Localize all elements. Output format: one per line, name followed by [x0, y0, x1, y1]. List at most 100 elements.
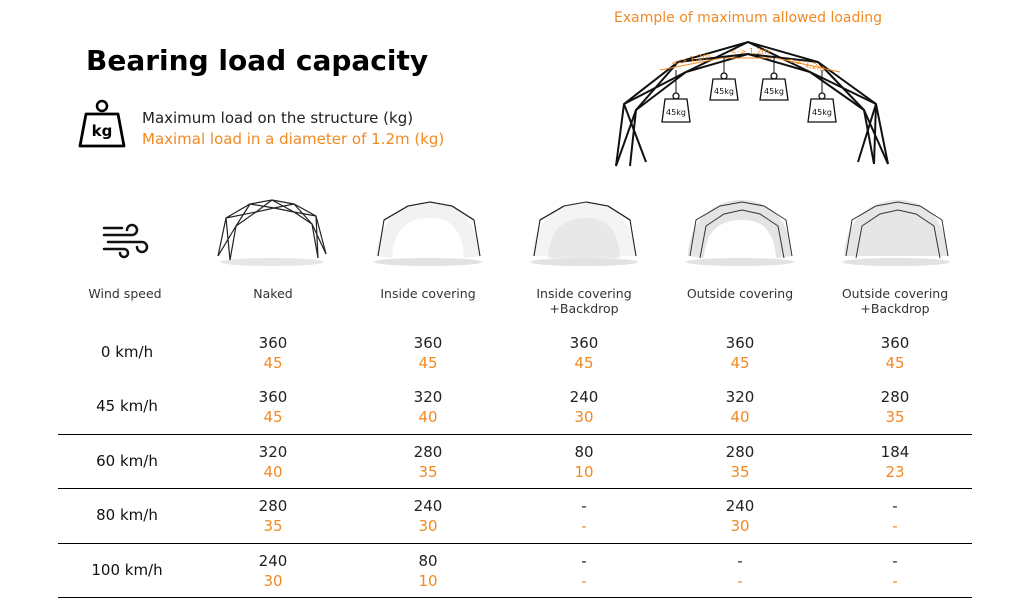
max-load-value: 320 — [258, 443, 288, 461]
local-load-value: 45 — [263, 354, 283, 372]
local-load-value: 30 — [263, 572, 283, 590]
local-load-value: 10 — [418, 572, 438, 590]
example-loading-diagram: <-> 1,2m <-> 1,2m <-> 1,2m 45kg 45kg 45k… — [615, 40, 889, 167]
local-load-value: 23 — [885, 463, 905, 481]
max-load-value: 280 — [725, 443, 755, 461]
row-wind-speed: 0 km/h — [100, 343, 154, 361]
max-load-value: - — [892, 497, 898, 515]
local-load-value: 35 — [885, 408, 905, 426]
table-cell: -- — [845, 551, 945, 591]
structure-thumbnail-naked — [217, 199, 327, 266]
table-cell: -- — [690, 551, 790, 591]
row-wind-speed: 100 km/h — [91, 561, 163, 579]
structure-thumbnail-inside-covering — [374, 201, 482, 266]
row-wind-speed: 45 km/h — [96, 397, 158, 415]
max-load-value: - — [737, 552, 743, 570]
max-load-value: 240 — [725, 497, 755, 515]
local-load-value: 45 — [418, 354, 438, 372]
weight-label: 45kg — [714, 87, 734, 96]
max-load-value: - — [892, 552, 898, 570]
example-caption: Example of maximum allowed loading — [614, 10, 883, 26]
local-load-value: 30 — [574, 408, 594, 426]
local-load-value: 45 — [730, 354, 750, 372]
weight-label: 45kg — [812, 108, 832, 117]
local-load-value: - — [892, 517, 898, 535]
max-load-value: 360 — [725, 334, 755, 352]
table-cell: -- — [534, 496, 634, 536]
row-wind-speed: 80 km/h — [96, 506, 158, 524]
local-load-value: 10 — [574, 463, 594, 481]
local-load-value: 35 — [263, 517, 283, 535]
max-load-value: 80 — [418, 552, 438, 570]
max-load-value: 320 — [413, 388, 443, 406]
column-header: Outside covering — [686, 286, 794, 301]
max-load-value: 360 — [880, 334, 910, 352]
max-load-value: 240 — [413, 497, 443, 515]
max-load-value: 280 — [258, 497, 288, 515]
row-divider — [58, 488, 972, 489]
max-load-value: 80 — [574, 443, 594, 461]
row-divider — [58, 543, 972, 544]
wind-icon — [102, 223, 149, 259]
weight-icon: kg — [78, 99, 126, 148]
local-load-value: 30 — [418, 517, 438, 535]
table-cell: -- — [534, 551, 634, 591]
max-load-value: 184 — [880, 443, 910, 461]
max-load-value: 360 — [258, 334, 288, 352]
local-load-value: - — [581, 517, 587, 535]
local-load-value: - — [892, 572, 898, 590]
row-divider — [58, 434, 972, 435]
local-load-value: 40 — [263, 463, 283, 481]
spacing-label: <-> 1,2m — [730, 47, 770, 56]
local-load-value: 30 — [730, 517, 750, 535]
structure-thumbnail-outside-covering — [686, 200, 794, 266]
local-load-value: - — [737, 572, 743, 590]
weight-icon-text: kg — [92, 122, 113, 140]
row-wind-speed: 60 km/h — [96, 452, 158, 470]
local-load-value: 40 — [730, 408, 750, 426]
structure-thumbnail-outside-covering-backdrop — [842, 200, 950, 266]
spacing-label: <-> 1,2m — [671, 51, 712, 68]
max-load-value: 320 — [725, 388, 755, 406]
local-load-value: - — [581, 572, 587, 590]
max-load-value: - — [581, 552, 587, 570]
weight-label: 45kg — [666, 108, 686, 117]
column-header: Inside covering — [380, 286, 476, 301]
local-load-value: 45 — [263, 408, 283, 426]
row-divider — [58, 597, 972, 598]
page-title: Bearing load capacity — [86, 44, 429, 77]
weight-label: 45kg — [764, 87, 784, 96]
max-load-value: 240 — [258, 552, 288, 570]
local-load-value: 35 — [418, 463, 438, 481]
max-load-value: 360 — [258, 388, 288, 406]
table-cell: -- — [845, 496, 945, 536]
local-load-value: 35 — [730, 463, 750, 481]
column-header: Naked — [253, 286, 293, 301]
legend-local-load: Maximal load in a diameter of 1.2m (kg) — [142, 130, 445, 148]
max-load-value: 280 — [880, 388, 910, 406]
max-load-value: 240 — [569, 388, 599, 406]
column-header-wind-speed: Wind speed — [88, 286, 162, 301]
local-load-value: 45 — [885, 354, 905, 372]
local-load-value: 40 — [418, 408, 438, 426]
column-header: Outside covering+Backdrop — [841, 286, 949, 316]
structure-thumbnail-inside-covering-backdrop — [530, 201, 638, 266]
